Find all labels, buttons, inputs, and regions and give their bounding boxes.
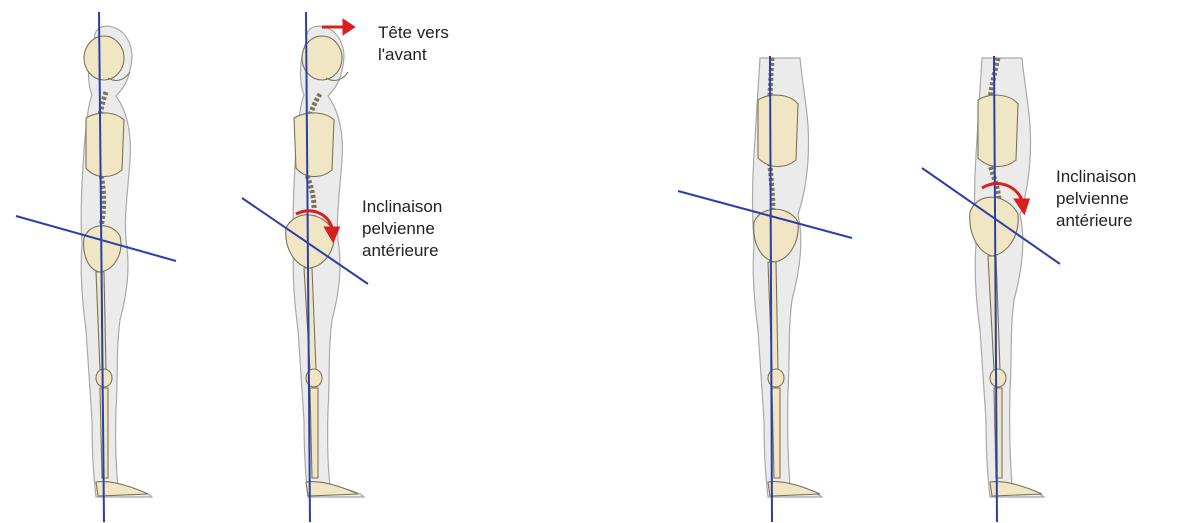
pelvic-tilt-label-2: Inclinaison pelvienne antérieure xyxy=(1056,166,1136,232)
figure-2-ribcage xyxy=(294,113,334,177)
figure-4 xyxy=(922,56,1060,522)
head-forward-label: Tête vers l'avant xyxy=(378,22,449,66)
head-forward-line-1: Tête vers xyxy=(378,22,449,44)
pelvic-tilt-1-line-1: Inclinaison xyxy=(362,196,442,218)
figure-2 xyxy=(242,12,368,522)
figure-4-tibia xyxy=(994,388,1002,478)
figure-2-foot xyxy=(306,482,358,496)
figure-1-ribcage xyxy=(86,113,124,177)
head-forward-line-2: l'avant xyxy=(378,44,449,66)
pelvic-tilt-2-line-1: Inclinaison xyxy=(1056,166,1136,188)
pelvic-tilt-label-1: Inclinaison pelvienne antérieure xyxy=(362,196,442,262)
figure-2-skull xyxy=(302,36,342,80)
pelvic-tilt-1-line-2: pelvienne xyxy=(362,218,442,240)
figure-3 xyxy=(678,56,852,522)
pelvic-tilt-1-line-3: antérieure xyxy=(362,240,442,262)
pelvic-tilt-2-line-2: pelvienne xyxy=(1056,188,1136,210)
figure-3-foot xyxy=(768,482,820,496)
figure-1 xyxy=(16,12,176,522)
figure-1-knee xyxy=(96,369,112,387)
figure-3-tibia xyxy=(772,388,780,478)
figure-3-ribcage xyxy=(758,95,798,167)
figure-4-ribcage xyxy=(978,95,1018,167)
figure-2-tibia xyxy=(310,388,318,478)
pelvic-tilt-2-line-3: antérieure xyxy=(1056,210,1136,232)
figure-1-skull xyxy=(84,36,124,80)
figure-4-knee xyxy=(990,369,1006,387)
